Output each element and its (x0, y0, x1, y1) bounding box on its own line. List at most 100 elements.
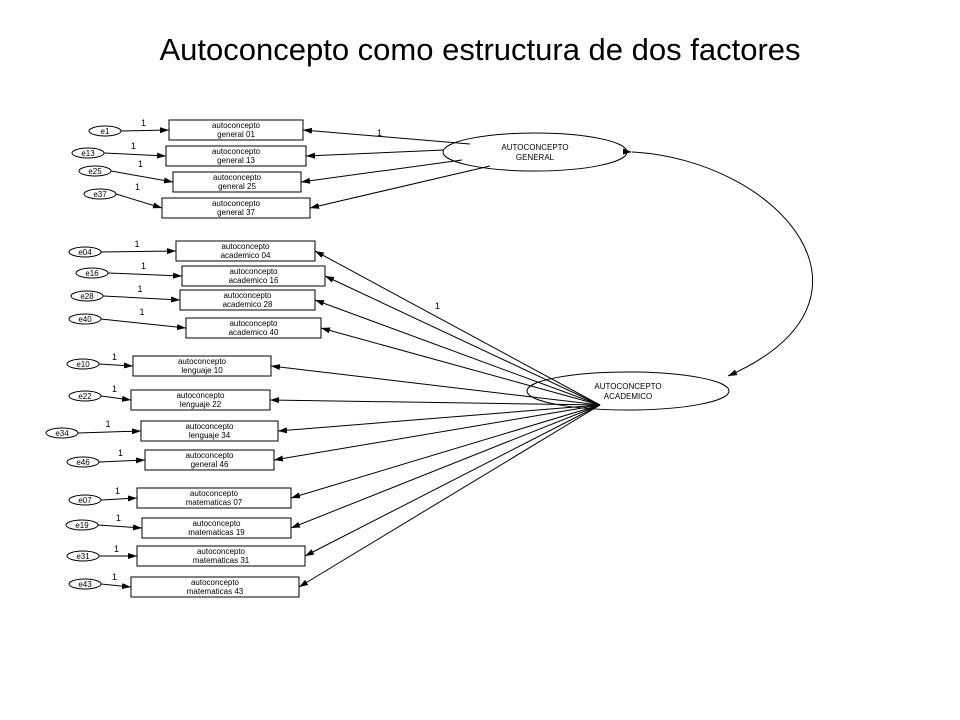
error-label: e07 (78, 496, 92, 505)
factor-loading-arrow (277, 404, 601, 434)
error-weight-label: 1 (114, 544, 119, 554)
error-weight-label: 1 (141, 118, 146, 128)
error-label: e13 (81, 149, 95, 158)
error-weight-label: 1 (106, 419, 111, 429)
observed-variable-label-line2: general 01 (217, 130, 255, 139)
factor-general-label-line1: AUTOCONCEPTO (501, 143, 568, 152)
error-path-arrow (100, 318, 187, 331)
error-path-arrow (115, 193, 163, 209)
observed-variable-label-line1: autoconcepto (213, 173, 262, 182)
factor-academico-label-line1: AUTOCONCEPTO (594, 382, 661, 391)
error-path-arrow (100, 495, 138, 502)
indicator-e46: e46 autoconcepto general 46 1 (66, 404, 601, 471)
factor-loading-arrow (304, 404, 601, 557)
observed-variable-label-line1: autoconcepto (178, 357, 227, 366)
observed-variable-label-line1: autoconcepto (212, 199, 261, 208)
factor-general: AUTOCONCEPTO GENERAL (442, 132, 628, 172)
factor-loading-arrow (320, 327, 601, 406)
error-label: e25 (88, 167, 102, 176)
factor-loading-arrow (309, 165, 491, 209)
error-weight-label: 1 (112, 352, 117, 362)
observed-variable-label-line1: autoconcepto (229, 319, 278, 328)
factor-loading-arrow (324, 275, 601, 406)
error-label: e16 (85, 269, 99, 278)
error-label: e46 (76, 458, 90, 467)
error-weight-label: 1 (116, 513, 121, 523)
error-label: e34 (55, 429, 69, 438)
factor-loading-arrow (290, 404, 601, 529)
factor-loading-arrow (290, 404, 601, 499)
error-path-arrow (107, 272, 183, 279)
factor-loading-arrow (273, 404, 601, 462)
error-weight-label: 1 (112, 572, 117, 582)
factor-academico-label-line2: ACADEMICO (604, 392, 652, 401)
error-path-arrow (77, 428, 142, 435)
observed-variable-label-line2: lenguaje 34 (189, 431, 231, 440)
observed-variable-label-line2: lenguaje 10 (181, 366, 223, 375)
observed-variable-label-line1: autoconcepto (229, 267, 278, 276)
covariance-arc (622, 148, 814, 377)
error-weight-label: 1 (131, 141, 136, 151)
factor-loading-arrow (270, 364, 601, 406)
error-weight-label: 1 (138, 159, 143, 169)
observed-variable-label-line2: matematicas 43 (187, 587, 244, 596)
observed-variable-label-line2: academico 16 (229, 276, 279, 285)
error-label: e04 (78, 248, 92, 257)
slide-title: Autoconcepto como estructura de dos fact… (159, 32, 801, 67)
observed-variable-label-line1: autoconcepto (191, 578, 240, 587)
error-path-arrow (97, 524, 143, 531)
error-label: e31 (76, 552, 90, 561)
observed-variable-label-line2: matematicas 31 (193, 556, 250, 565)
factor-loading-arrow (314, 250, 601, 406)
error-weight-label: 1 (141, 261, 146, 271)
factor-loading-arrow (300, 159, 463, 184)
weight-label-academico: 1 (435, 301, 440, 311)
observed-variable-label-line2: academico 04 (221, 251, 271, 260)
observed-variable-label-line2: general 37 (217, 208, 255, 217)
weight-label-general: 1 (377, 128, 382, 138)
factor-loading-arrow (305, 149, 445, 159)
observed-variable-label-line1: autoconcepto (176, 391, 225, 400)
observed-variable-label-line2: general 25 (218, 182, 256, 191)
error-path-arrow (102, 295, 181, 303)
observed-variable-label-line1: autoconcepto (212, 121, 261, 130)
factor-loading-arrow (314, 299, 601, 406)
error-label: e1 (101, 127, 110, 136)
error-weight-label: 1 (140, 307, 145, 317)
observed-variable-label-line2: general 13 (217, 156, 255, 165)
observed-variable-label-line2: matematicas 19 (188, 528, 245, 537)
error-path-arrow (98, 362, 134, 369)
error-weight-label: 1 (115, 486, 120, 496)
factor-loading-arrow (269, 397, 601, 406)
error-label: e19 (75, 521, 89, 530)
factor-loading-arrow (298, 404, 601, 588)
error-label: e40 (78, 315, 92, 324)
observed-variable-label-line1: autoconcepto (223, 291, 272, 300)
observed-variable-label-line2: academico 28 (223, 300, 273, 309)
observed-variable-label-line1: autoconcepto (190, 489, 239, 498)
observed-variable-label-line2: academico 40 (229, 328, 279, 337)
error-label: e22 (78, 392, 92, 401)
observed-variable-label-line2: matematicas 07 (186, 498, 243, 507)
error-weight-label: 1 (135, 239, 140, 249)
observed-variable-label-line2: general 46 (191, 460, 229, 469)
observed-variable-label-line1: autoconcepto (185, 422, 234, 431)
error-weight-label: 1 (112, 384, 117, 394)
factor-general-label-line2: GENERAL (516, 153, 555, 162)
indicator-e04: e04 autoconcepto academico 04 1 (68, 239, 601, 406)
error-label: e43 (78, 580, 92, 589)
error-weight-label: 1 (135, 182, 140, 192)
indicator-e31: e31 autoconcepto matematicas 31 1 (66, 404, 601, 567)
error-label: e37 (93, 190, 107, 199)
